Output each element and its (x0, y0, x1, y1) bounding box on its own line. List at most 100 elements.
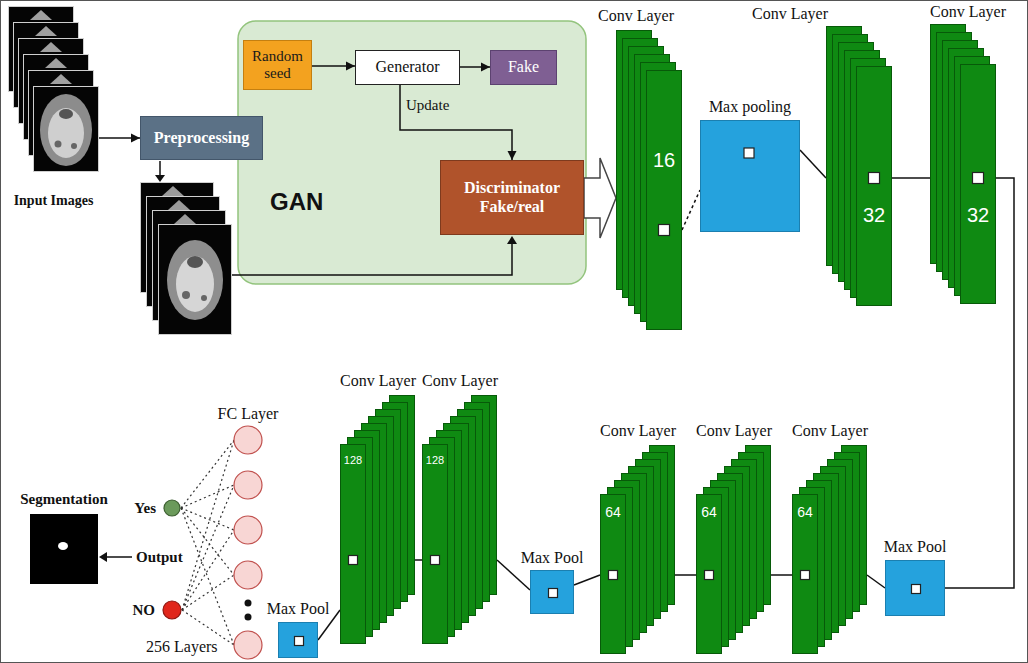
output-caption: Output (136, 548, 183, 566)
dotted-link (181, 508, 234, 530)
mask-title: Segmentation (20, 490, 108, 508)
box-label: Discriminator Fake/real (446, 179, 578, 216)
feature-map (647, 71, 682, 330)
kernel-marker (705, 571, 714, 580)
filter-count: 64 (701, 505, 717, 519)
max-pool-box: Max pooling (700, 120, 800, 232)
brain-scan (187, 256, 203, 268)
image-stack (8, 6, 99, 172)
kernel-marker (744, 148, 754, 158)
neuron (234, 561, 262, 589)
connector-line (574, 575, 600, 585)
neuron (234, 426, 262, 454)
connector (415, 560, 422, 561)
dotted-link (182, 485, 234, 610)
feature-map (961, 65, 996, 304)
pool-label: Max Pool (267, 599, 330, 619)
image-detail (168, 200, 190, 210)
input-image-stack: Input Images (8, 6, 99, 172)
filter-count: 16 (653, 150, 675, 170)
max-pool-box: Max Pool (530, 570, 574, 614)
connector-line (771, 574, 792, 576)
image-detail (40, 42, 62, 52)
answer-label: NO (133, 601, 156, 619)
output-dot (163, 601, 181, 619)
connector-line (415, 559, 422, 561)
conv-layer: Conv Layer32 (930, 24, 996, 304)
brain-scan (167, 240, 223, 320)
filter-count: 32 (967, 205, 989, 225)
dotted-link (181, 485, 234, 508)
filter-count: 32 (863, 205, 885, 225)
kernel-marker (659, 225, 670, 236)
connector (800, 150, 826, 178)
layer-heading: Conv Layer (600, 421, 676, 441)
pool-window (701, 121, 801, 233)
pool-label: Max Pool (521, 548, 584, 568)
max-pool-box: Max Pool (278, 622, 318, 658)
conv-layer: Conv Layer32 (826, 26, 892, 306)
filter-count: 64 (605, 505, 621, 519)
mask-image (30, 514, 98, 584)
connector-line (675, 574, 696, 576)
layer-heading: Conv Layer (696, 421, 772, 441)
layer-stack (826, 26, 892, 306)
layer-heading: Conv Layer (792, 421, 868, 441)
neuron (234, 471, 262, 499)
output-node: Yes (163, 499, 181, 517)
fc-neurons (234, 426, 262, 659)
neuron (234, 631, 262, 659)
layer-heading: Conv Layer (598, 6, 674, 26)
group-title: GAN (270, 188, 323, 216)
image-detail (30, 10, 52, 20)
connector-line (892, 177, 930, 179)
ellipsis-dot (245, 600, 252, 607)
dotted-link (182, 575, 234, 610)
generator-box: Generator (355, 50, 460, 85)
connector (574, 575, 600, 585)
tumor-region (58, 542, 68, 550)
conv-layer: Conv Layer64 (792, 445, 867, 654)
preprocessed-images (141, 183, 232, 335)
brain-scan (48, 108, 84, 158)
output-node: NO (162, 600, 182, 620)
image-detail (35, 26, 57, 36)
output-arrow-line (106, 556, 132, 558)
conv-layer: Conv Layer16 (616, 30, 682, 330)
pool-label: Max pooling (709, 97, 791, 117)
group-outline (238, 21, 586, 284)
connector (99, 134, 140, 143)
dotted-link (182, 610, 234, 645)
dotted-link (181, 440, 234, 508)
output-box: Fake (490, 50, 557, 85)
box-label: Fake (508, 58, 539, 76)
pool-window (279, 623, 319, 659)
kernel-marker (431, 556, 440, 565)
conv-layer: Conv Layer64 (600, 445, 675, 654)
image-slice (34, 87, 99, 172)
connector (682, 190, 700, 230)
flow-arrow-head (155, 175, 165, 182)
image-detail (50, 74, 72, 84)
kernel-marker (349, 556, 358, 565)
connector-line (800, 150, 826, 178)
arrow-head (131, 134, 140, 143)
output-circle (162, 600, 182, 620)
max-pool-box: Max Pool (885, 560, 945, 616)
output-arrow-head (99, 552, 107, 562)
layer-count: 256 Layers (146, 637, 218, 656)
brain-scan (55, 141, 62, 148)
connector-line (867, 575, 885, 588)
layer-stack (600, 445, 675, 654)
segmentation-mask: Segmentation (30, 514, 98, 584)
pool-window (531, 571, 575, 615)
connector (867, 575, 885, 588)
connector (771, 575, 792, 576)
brain-scan (40, 94, 92, 166)
filter-count: 64 (797, 505, 813, 519)
connector (584, 158, 616, 238)
layer-stack (340, 395, 415, 644)
kernel-marker (609, 571, 618, 580)
brain-scan (182, 291, 190, 299)
